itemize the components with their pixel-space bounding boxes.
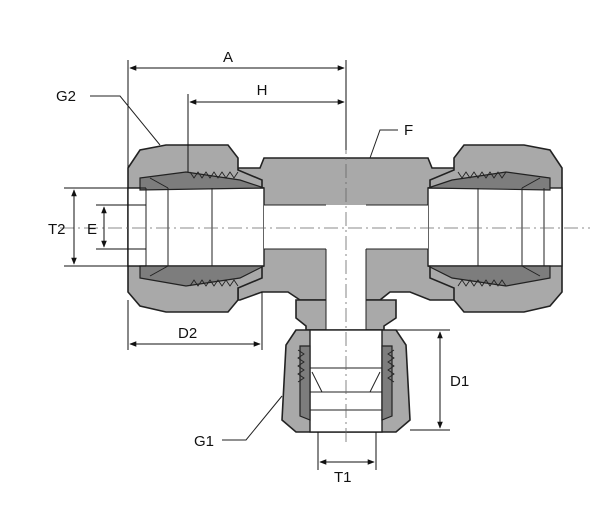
leader-f: F [369,122,413,159]
dimension-a: A [127,49,347,168]
right-nut [427,144,563,313]
leader-g1: G1 [194,395,283,450]
label-t2: T2 [48,221,66,238]
label-t1: T1 [334,469,352,486]
label-g2: G2 [56,88,76,105]
label-h: H [257,82,268,99]
dimension-t2: T2 [48,187,146,267]
label-d1: D1 [450,373,469,390]
label-e: E [87,221,97,238]
label-a: A [223,49,233,66]
dimension-e: E [87,204,146,250]
label-d2: D2 [178,325,197,342]
dimension-d2: D2 [127,292,263,350]
centerlines [60,140,590,445]
leader-g2: G2 [56,88,161,146]
label-f: F [404,122,413,139]
left-nut [127,144,265,313]
dimension-d1: D1 [396,329,469,431]
dimension-h: H [187,82,345,172]
dimension-t1: T1 [317,432,377,486]
label-g1: G1 [194,433,214,450]
